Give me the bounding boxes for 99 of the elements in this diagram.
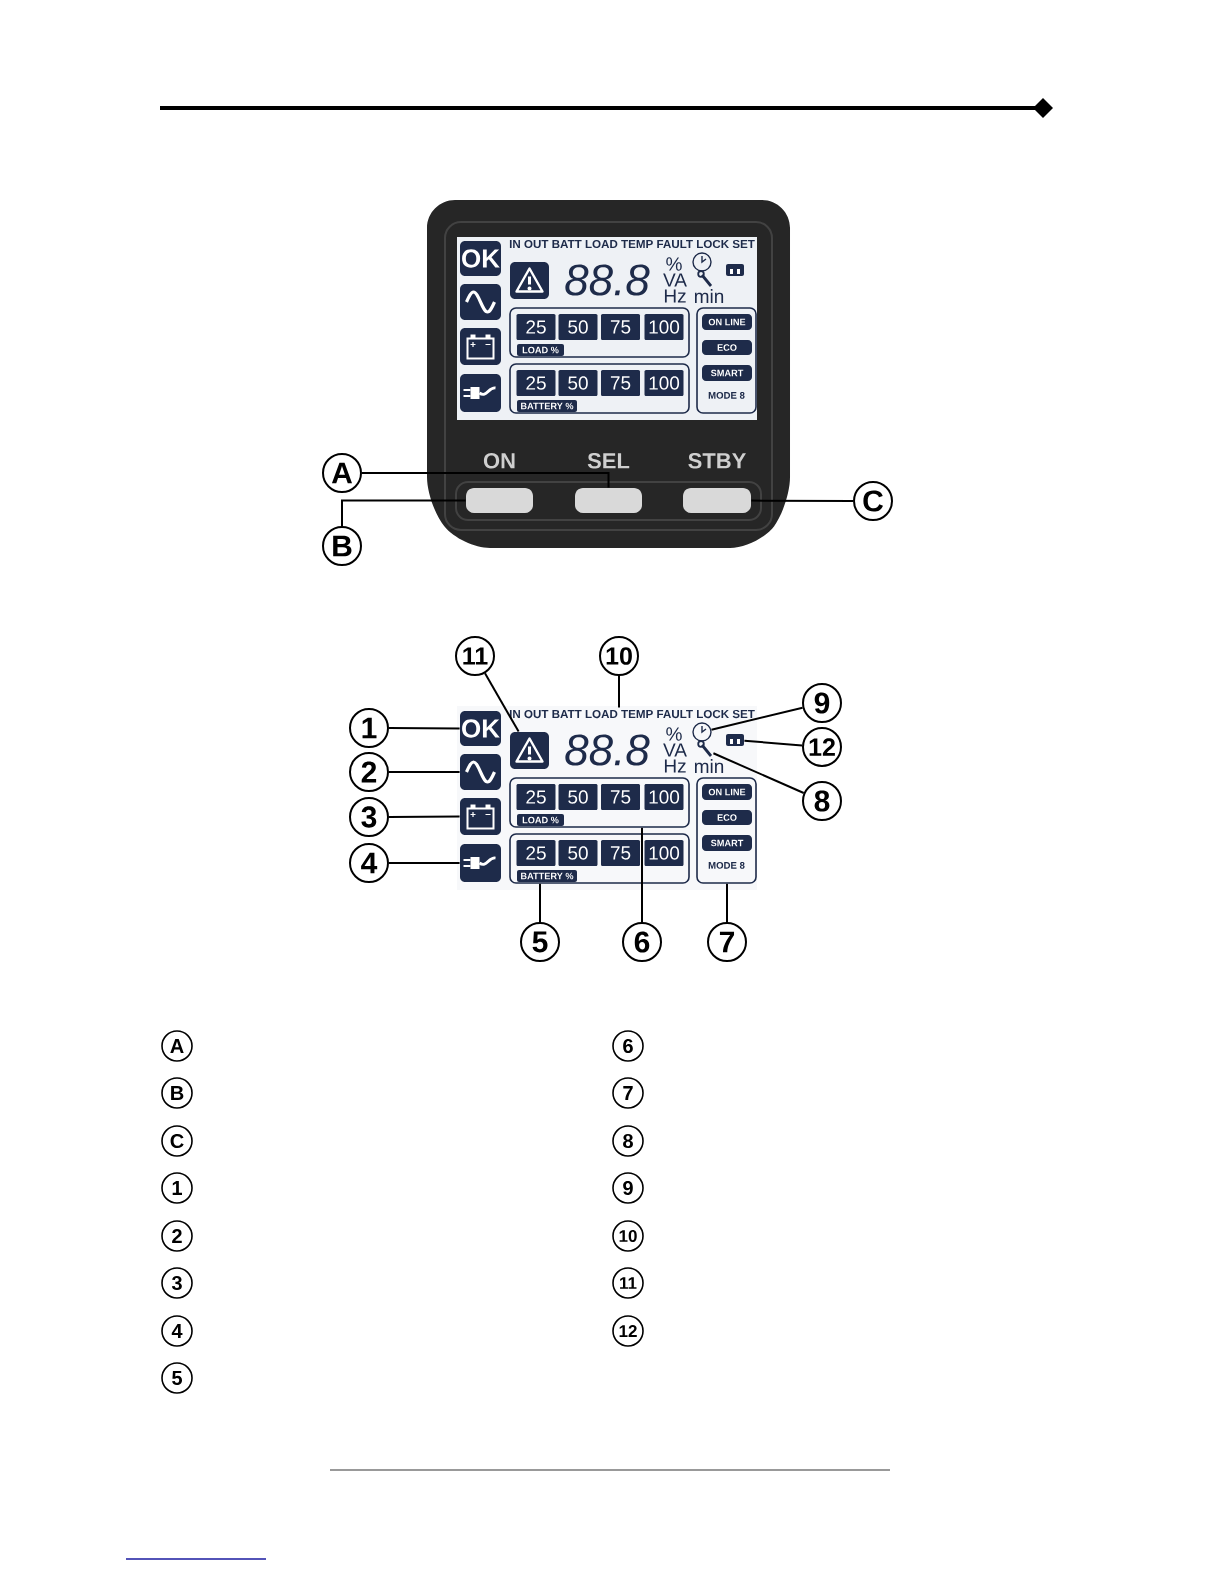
level-cell: 50 (558, 370, 598, 396)
level-cell: 25 (516, 370, 556, 396)
callout-number: 3 (349, 797, 389, 837)
battery-icon (460, 798, 501, 835)
level-cell: 75 (601, 314, 640, 340)
callout-number: 10 (599, 636, 639, 676)
callout-number: 7 (612, 1077, 644, 1109)
callout-number: C (161, 1125, 193, 1157)
leader-line (484, 672, 520, 733)
callout-number: 1 (349, 708, 389, 748)
leader-line (388, 862, 461, 864)
leader-line (743, 739, 804, 747)
callout-number: B (161, 1077, 193, 1109)
callout-number: 9 (612, 1172, 644, 1204)
callout-number: 8 (612, 1125, 644, 1157)
leader-line (726, 882, 728, 923)
leader-line (641, 826, 643, 923)
callout-number: 2 (349, 752, 389, 792)
leader-line (388, 727, 461, 730)
socket-icon (726, 734, 744, 746)
leader-line (388, 771, 461, 773)
level-cell: 25 (516, 314, 556, 340)
bar-graph-frame (509, 363, 690, 414)
level-cell: 50 (558, 784, 598, 810)
node-label: SEL (587, 452, 630, 469)
level-cell: 100 (644, 784, 684, 810)
callout-number: A (161, 1030, 193, 1062)
callout-number: 6 (622, 922, 662, 962)
push-button: ON (466, 453, 533, 513)
callout-number: 11 (612, 1267, 644, 1299)
callout-number: 2 (161, 1220, 193, 1252)
callout-number: 8 (802, 781, 842, 821)
leader-line (341, 499, 467, 527)
gauge-tag: LOAD % (517, 814, 564, 826)
indicator-words: IN OUT BATT LOAD TEMP FAULT LOCK SET (509, 709, 755, 719)
unit-text: VA (663, 743, 687, 757)
bar-graph-frame (509, 833, 690, 884)
leader-line (388, 815, 461, 818)
callout-number: 4 (349, 843, 389, 883)
callout-number: 7 (707, 922, 747, 962)
level-cell: 100 (644, 840, 684, 866)
level-cell: 75 (601, 784, 640, 810)
callout-number: 11 (455, 636, 495, 676)
unit-text: % (666, 257, 682, 271)
callout-number: A (322, 453, 362, 493)
level-cell: 25 (516, 840, 556, 866)
unit-text: % (666, 727, 682, 741)
level-cell: 100 (644, 314, 684, 340)
digit-readout: 88.8 (565, 734, 650, 766)
unit-text: VA (663, 273, 687, 287)
mode-tag: ECO (702, 810, 752, 825)
gauge-tag: LOAD % (517, 344, 564, 356)
level-cell: 75 (601, 370, 640, 396)
mode-tag: SMART (702, 365, 752, 381)
callout-number: 4 (161, 1315, 193, 1347)
mode-tag: ON LINE (702, 784, 752, 800)
node-label: STBY (688, 452, 746, 469)
gauge-tag: BATTERY % (517, 400, 577, 412)
callout-number: 12 (802, 727, 842, 767)
callout-number: 9 (802, 683, 842, 723)
callout-number: B (322, 526, 362, 566)
level-cell: 25 (516, 784, 556, 810)
push-button: STBY (683, 453, 751, 513)
callout-number: 5 (520, 922, 560, 962)
wrench-icon (697, 740, 713, 757)
digit-readout: 88.8 (565, 264, 650, 296)
clock-icon (692, 722, 712, 742)
bar-graph-frame (509, 307, 690, 358)
level-cell: 75 (601, 840, 640, 866)
mode-tag: ON LINE (702, 314, 752, 330)
level-cell: 100 (644, 370, 684, 396)
callout-number: 12 (612, 1315, 644, 1347)
gauge-tag: BATTERY % (517, 870, 577, 882)
unit-text: min (694, 289, 724, 303)
bar-graph-frame (509, 777, 690, 828)
warning-icon (510, 732, 549, 769)
push-button: SEL (575, 453, 642, 513)
leader-line (618, 675, 620, 709)
sine-wave-icon (460, 754, 501, 790)
callout-number: 3 (161, 1267, 193, 1299)
callout-number: 5 (161, 1362, 193, 1394)
unit-text: min (694, 759, 724, 773)
plug-icon (460, 844, 501, 882)
node-label: ON (483, 452, 515, 469)
callout-number: 1 (161, 1172, 193, 1204)
leader-line (710, 706, 804, 731)
leader-line (361, 472, 610, 489)
unit-text: Hz (664, 289, 686, 303)
mode-tag: ECO (702, 340, 752, 355)
level-cell: 50 (558, 314, 598, 340)
leader-line (712, 752, 805, 794)
leader-line (750, 499, 854, 502)
unit-text: Hz (664, 759, 686, 773)
callout-number: C (853, 481, 893, 521)
callout-number: 6 (612, 1030, 644, 1062)
mode-tag: SMART (702, 835, 752, 851)
callout-number: 10 (612, 1220, 644, 1252)
level-cell: 50 (558, 840, 598, 866)
leader-line (539, 882, 541, 923)
